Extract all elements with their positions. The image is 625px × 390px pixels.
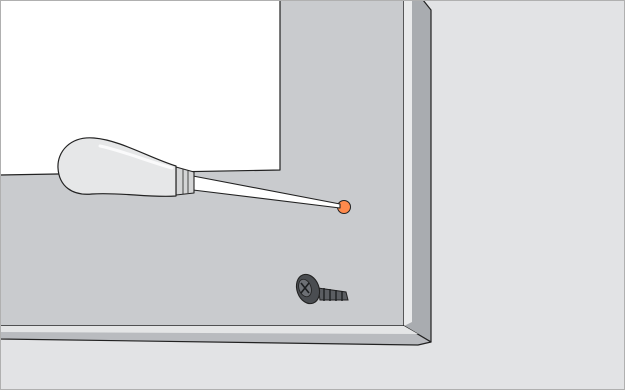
picture-area: [0, 0, 280, 175]
panel-right-edge-highlight: [404, 0, 412, 326]
